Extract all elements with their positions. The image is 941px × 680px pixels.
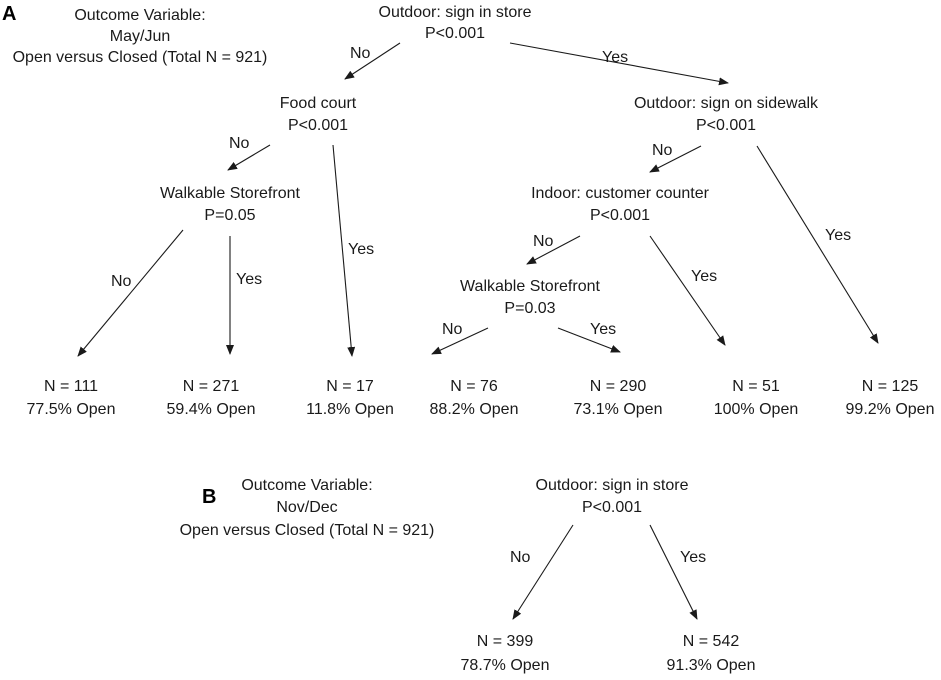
- outcome-period: May/Jun: [110, 28, 170, 45]
- edge-label-sidewalk-no: No: [652, 142, 673, 159]
- edge-labels-panel-a: No Yes No Yes No Yes No Yes No Yes No Ye…: [111, 45, 851, 338]
- edge-label-walk2-no: No: [442, 321, 463, 338]
- edge-walk1-no: [77, 229, 184, 357]
- node-p-value: P<0.001: [696, 117, 756, 134]
- leaf-percent-open: 78.7% Open: [461, 657, 550, 674]
- edge-label-sidewalk-yes: Yes: [825, 227, 851, 244]
- edge-label-root-yes: Yes: [602, 49, 628, 66]
- leaf-2: N = 271 59.4% Open: [167, 378, 256, 418]
- edge-sidewalk-no: [649, 145, 702, 173]
- outcome-period: Nov/Dec: [276, 499, 337, 516]
- edge-sidewalk-yes: [756, 145, 879, 344]
- edge-root-yes: [509, 42, 729, 86]
- leaf-4: N = 76 88.2% Open: [430, 378, 519, 418]
- edge-b-no: [512, 524, 574, 620]
- node-walkable-storefront-1: Walkable Storefront P=0.05: [160, 185, 300, 224]
- leaf-count: N = 542: [683, 633, 740, 650]
- leaf-percent-open: 77.5% Open: [27, 401, 116, 418]
- node-p-value: P=0.05: [204, 207, 255, 224]
- leaf-percent-open: 59.4% Open: [167, 401, 256, 418]
- panel-a: A Outcome Variable: May/Jun Open versus …: [2, 3, 934, 418]
- outcome-description: Open versus Closed (Total N = 921): [180, 522, 435, 539]
- node-root-b: Outdoor: sign in store P<0.001: [536, 477, 689, 516]
- edge-label-counter-no: No: [533, 233, 554, 250]
- node-name: Walkable Storefront: [160, 185, 300, 202]
- leaf-percent-open: 11.8% Open: [306, 401, 394, 418]
- node-root: Outdoor: sign in store P<0.001: [379, 4, 532, 42]
- leaf-count: N = 125: [862, 378, 919, 395]
- leaf-b-1: N = 399 78.7% Open: [461, 633, 550, 674]
- panel-a-outcome-label: Outcome Variable: May/Jun Open versus Cl…: [13, 7, 268, 66]
- leaf-5: N = 290 73.1% Open: [574, 378, 663, 418]
- node-name: Outdoor: sign on sidewalk: [634, 95, 819, 112]
- leaf-percent-open: 88.2% Open: [430, 401, 519, 418]
- edge-root-no: [344, 42, 401, 80]
- panel-b-outcome-label: Outcome Variable: Nov/Dec Open versus Cl…: [180, 477, 435, 539]
- node-p-value: P<0.001: [590, 207, 650, 224]
- node-sign-on-sidewalk: Outdoor: sign on sidewalk P<0.001: [634, 95, 819, 134]
- leaf-count: N = 76: [450, 378, 498, 395]
- node-name: Outdoor: sign in store: [536, 477, 689, 494]
- outcome-title: Outcome Variable:: [74, 7, 205, 24]
- edge-counter-no: [526, 235, 581, 265]
- edge-label-root-no: No: [350, 45, 371, 62]
- edge-label-walk1-yes: Yes: [236, 271, 262, 288]
- edge-label-b-yes: Yes: [680, 549, 706, 566]
- leaf-percent-open: 100% Open: [714, 401, 799, 418]
- leaf-count: N = 399: [477, 633, 534, 650]
- panel-b: B Outcome Variable: Nov/Dec Open versus …: [180, 477, 756, 674]
- node-p-value: P=0.03: [504, 300, 555, 317]
- leaf-count: N = 290: [590, 378, 647, 395]
- leaf-count: N = 111: [44, 378, 98, 395]
- edge-b-yes: [649, 524, 698, 620]
- leaf-b-2: N = 542 91.3% Open: [667, 633, 756, 674]
- node-walkable-storefront-2: Walkable Storefront P=0.03: [460, 278, 600, 317]
- leaf-7: N = 125 99.2% Open: [846, 378, 935, 418]
- outcome-description: Open versus Closed (Total N = 921): [13, 49, 268, 66]
- leaf-count: N = 271: [183, 378, 240, 395]
- leaf-percent-open: 99.2% Open: [846, 401, 935, 418]
- leaf-1: N = 111 77.5% Open: [27, 378, 116, 418]
- edge-label-counter-yes: Yes: [691, 268, 717, 285]
- node-name: Indoor: customer counter: [531, 185, 710, 202]
- edge-food-no: [227, 144, 271, 171]
- edges-panel-b: [512, 524, 698, 620]
- leaf-percent-open: 91.3% Open: [667, 657, 756, 674]
- edge-walk2-yes: [557, 327, 621, 353]
- panel-b-letter: B: [202, 486, 216, 508]
- node-name: Outdoor: sign in store: [379, 4, 532, 21]
- leaf-count: N = 51: [732, 378, 780, 395]
- outcome-title: Outcome Variable:: [241, 477, 372, 494]
- node-name: Walkable Storefront: [460, 278, 600, 295]
- edge-label-food-yes: Yes: [348, 241, 374, 258]
- node-food-court: Food court P<0.001: [280, 95, 357, 134]
- leaf-count: N = 17: [326, 378, 374, 395]
- edge-label-b-no: No: [510, 549, 531, 566]
- node-customer-counter: Indoor: customer counter P<0.001: [531, 185, 710, 224]
- node-p-value: P<0.001: [582, 499, 642, 516]
- edge-food-yes: [332, 144, 356, 357]
- edge-walk2-no: [431, 327, 489, 355]
- panel-a-letter: A: [2, 3, 16, 25]
- node-p-value: P<0.001: [425, 25, 485, 42]
- edges-panel-a: [77, 42, 879, 357]
- leaf-6: N = 51 100% Open: [714, 378, 799, 418]
- edge-label-walk2-yes: Yes: [590, 321, 616, 338]
- node-name: Food court: [280, 95, 357, 112]
- leaf-3: N = 17 11.8% Open: [306, 378, 394, 418]
- edge-counter-yes: [649, 235, 726, 346]
- edge-label-walk1-no: No: [111, 273, 132, 290]
- leaf-percent-open: 73.1% Open: [574, 401, 663, 418]
- node-p-value: P<0.001: [288, 117, 348, 134]
- edge-label-food-no: No: [229, 135, 250, 152]
